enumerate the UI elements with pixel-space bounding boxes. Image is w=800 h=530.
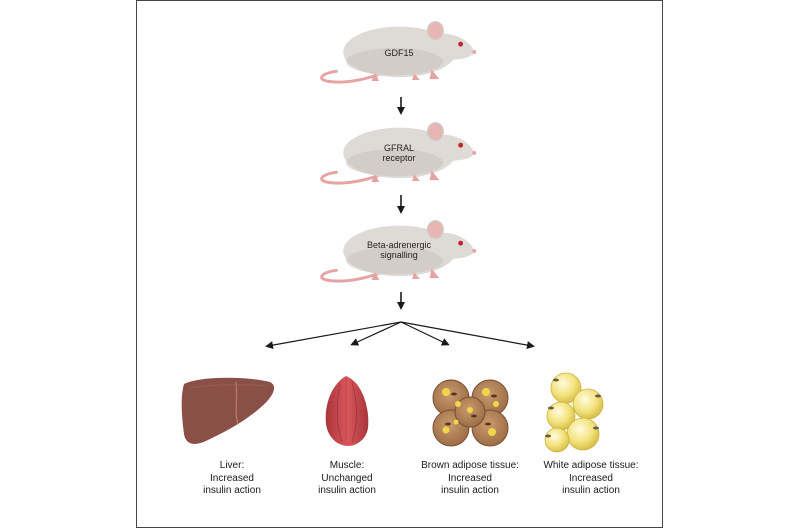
arrow-to-liver: [265, 321, 402, 350]
liver-illustration: [181, 377, 275, 444]
mouse-2-label-line-2: receptor: [382, 153, 416, 163]
white-adipose-label-line-3: insulin action: [562, 485, 620, 496]
white-adipose-label: White adipose tissue: Increased insulin …: [526, 460, 656, 498]
muscle-illustration: [325, 376, 369, 446]
arrow-to-muscle: [350, 321, 402, 346]
brown-adipose-illustration: [432, 379, 509, 447]
mouse-1-label-line-1: GDF15: [384, 48, 414, 58]
muscle-label: Muscle: Unchanged insulin action: [287, 460, 407, 498]
muscle-label-line-2: Unchanged: [321, 472, 373, 484]
liver-label-line-2: Increased: [210, 472, 254, 484]
white-adipose-illustration: [544, 372, 604, 453]
muscle-label-line-3: insulin action: [318, 485, 376, 496]
white-adipose-label-line-2: Increased: [569, 472, 613, 484]
white-adipose-label-line-1: White adipose tissue:: [543, 460, 639, 471]
mouse-3-label-line-2: signalling: [380, 250, 418, 260]
brown-adipose-label-line-3: insulin action: [441, 485, 499, 496]
mouse-2-label: GFRAL receptor: [354, 143, 444, 163]
muscle-label-line-1: Muscle:: [329, 460, 365, 471]
brown-adipose-label-line-2: Increased: [448, 472, 492, 484]
mouse-3-label-line-1: Beta-adrenergic: [366, 240, 432, 250]
brown-adipose-label-line-1: Brown adipose tissue:: [421, 460, 519, 471]
arrow-to-white-adipose: [400, 321, 535, 350]
arrow-to-brown-adipose: [400, 321, 450, 346]
brown-adipose-label: Brown adipose tissue: Increased insulin …: [405, 460, 535, 498]
mouse-3-label: Beta-adrenergic signalling: [354, 240, 444, 260]
liver-label-line-1: Liver:: [219, 460, 245, 471]
liver-label-line-3: insulin action: [203, 485, 261, 496]
liver-label: Liver: Increased insulin action: [172, 460, 292, 498]
mouse-1-label: GDF15: [354, 48, 444, 58]
mouse-2-label-line-1: GFRAL: [383, 143, 414, 153]
